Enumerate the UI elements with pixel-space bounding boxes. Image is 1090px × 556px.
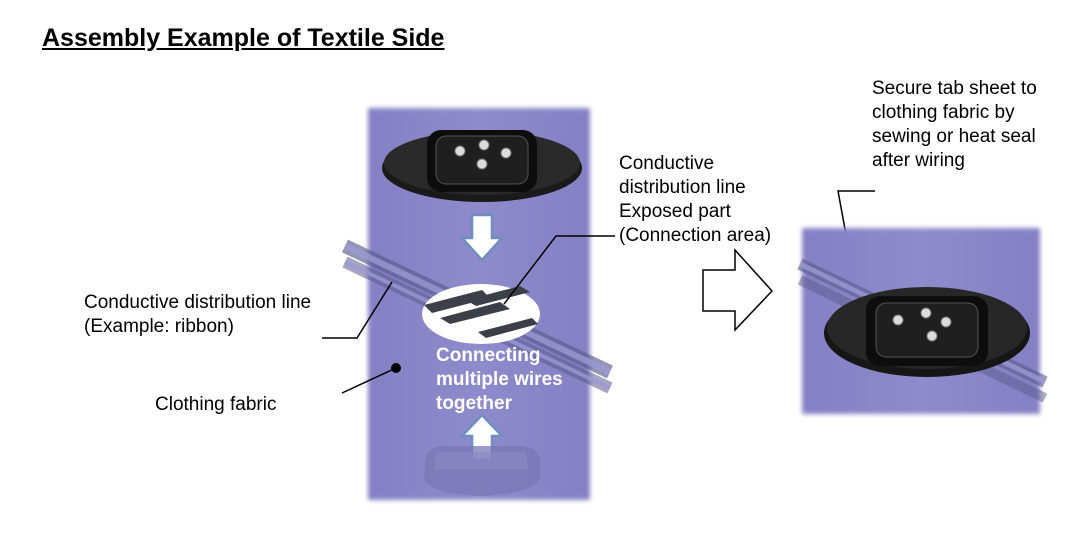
label-exposed-part: Conductive distribution line Exposed par… <box>619 152 771 248</box>
label-line: sewing or heat seal <box>872 126 1036 147</box>
arrow-right <box>702 248 774 332</box>
label-line: after wiring <box>872 150 965 171</box>
label-line: Conductive <box>619 153 715 174</box>
label-secure-tab: Secure tab sheet to clothing fabric by s… <box>872 77 1037 173</box>
tab-connector-attached <box>824 287 1030 377</box>
label-line: Conductive distribution line <box>84 292 312 313</box>
label-line: Clothing fabric <box>155 394 277 415</box>
label-line: Connecting <box>436 345 541 366</box>
leader-fabric <box>341 367 397 394</box>
label-clothing-fabric: Clothing fabric <box>155 393 276 417</box>
label-line: multiple wires <box>436 369 563 390</box>
label-line: (Connection area) <box>619 225 772 246</box>
label-line: Exposed part <box>619 201 731 222</box>
connection-area <box>422 284 540 344</box>
leader-ribbon <box>322 281 393 339</box>
leader-lines <box>322 190 875 394</box>
leader-exposed <box>503 235 615 305</box>
label-conductive-ribbon: Conductive distribution line (Example: r… <box>84 291 311 339</box>
label-connecting-wires: Connecting multiple wires together <box>436 344 563 416</box>
ghost-connector-bottom <box>424 446 540 496</box>
arrow-down <box>459 213 505 262</box>
tab-connector-top <box>382 130 582 202</box>
label-line: (Example: ribbon) <box>84 316 234 337</box>
page-title: Assembly Example of Textile Side <box>42 24 445 52</box>
label-line: clothing fabric by <box>872 102 1015 123</box>
label-line: together <box>436 393 512 414</box>
label-line: Secure tab sheet to <box>872 78 1037 99</box>
label-line: distribution line <box>619 177 746 198</box>
